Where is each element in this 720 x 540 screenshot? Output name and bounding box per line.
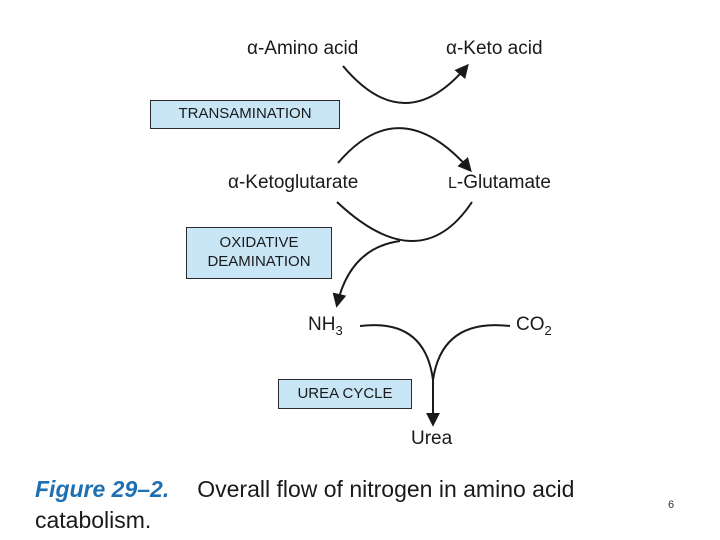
deamination-arc: [336, 201, 473, 242]
nh3-label: NH3: [308, 314, 343, 338]
oxidative-text: OXIDATIVE: [219, 234, 299, 251]
oxidative-deamination-box: OXIDATIVE DEAMINATION: [186, 227, 332, 279]
figure-number: Figure 29–2.: [35, 476, 170, 502]
transamination-box: TRANSAMINATION: [150, 100, 340, 129]
alpha-keto-acid-label: α-Keto acid: [446, 38, 543, 59]
urea-cycle-box: UREA CYCLE: [278, 379, 412, 409]
l-glutamate-prefix: L: [448, 175, 457, 192]
urea-nh3-arc: [359, 324, 434, 381]
nh3-subscript: 3: [335, 322, 343, 338]
urea-co2-arc: [432, 324, 511, 381]
page-number: 6: [668, 499, 675, 511]
urea-label: Urea: [411, 428, 453, 449]
urea-cycle-text: UREA CYCLE: [297, 385, 393, 402]
figure-caption-text: Overall flow of nitrogen in amino acid c…: [35, 476, 575, 533]
figure-caption: Figure 29–2.Overall flow of nitrogen in …: [35, 474, 675, 536]
co2-subscript: 2: [544, 322, 552, 338]
co2-label: CO2: [516, 314, 552, 338]
alpha-amino-acid-label: α-Amino acid: [247, 38, 359, 59]
transamination-upper-arc: [342, 63, 469, 104]
deamination-nh3-branch: [332, 240, 401, 308]
transamination-text: TRANSAMINATION: [178, 105, 312, 122]
deamination-text: DEAMINATION: [207, 253, 311, 270]
transamination-lower-arc: [337, 127, 472, 173]
l-glutamate-name: -Glutamate: [456, 172, 551, 193]
l-glutamate-label: L-Glutamate: [448, 172, 551, 194]
alpha-ketoglutarate-label: α-Ketoglutarate: [228, 172, 359, 193]
